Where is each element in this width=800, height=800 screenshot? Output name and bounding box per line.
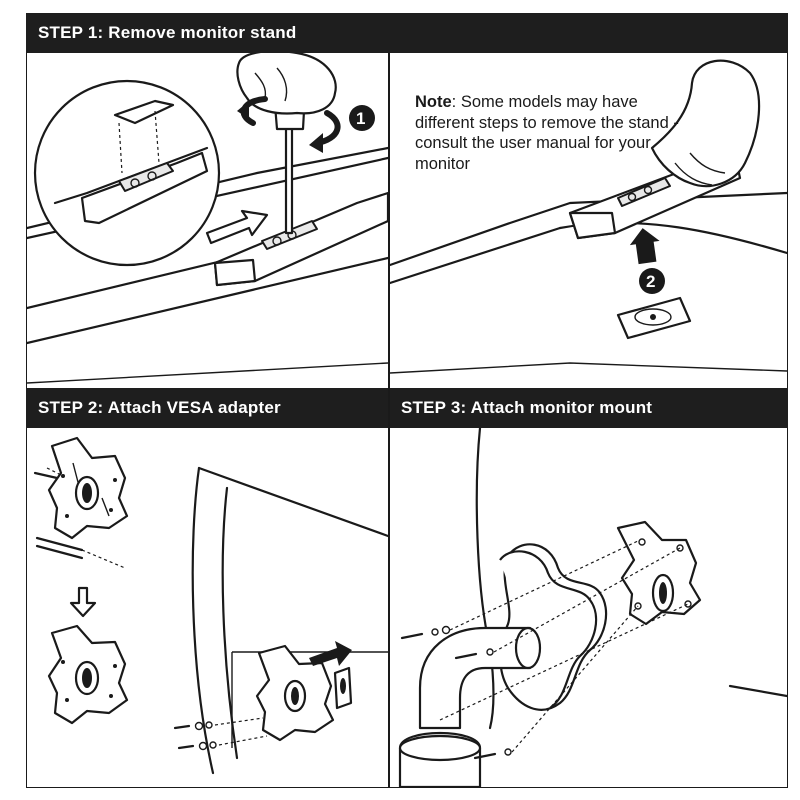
step-badge-1-label: 1 [356, 109, 365, 128]
monitor-vesa-plate [618, 522, 700, 624]
step-1-title: STEP 1: Remove monitor stand [38, 23, 296, 43]
lift-arrow-icon [207, 211, 267, 243]
step-2-vesa-illustration [27, 428, 388, 787]
note-body: : Some models may have different steps t… [415, 93, 679, 173]
step-1-header: STEP 1: Remove monitor stand [26, 13, 788, 53]
right-arrow-icon [309, 641, 352, 666]
mount-arm-tube [400, 628, 540, 787]
step-3-title: STEP 3: Attach monitor mount [401, 398, 652, 418]
step-badge-2-label: 2 [646, 272, 655, 291]
down-arrow-icon [71, 588, 95, 616]
step-2-title: STEP 2: Attach VESA adapter [38, 398, 281, 418]
note-label: Note [415, 93, 452, 111]
note-text: Note: Some models may have different ste… [415, 92, 685, 174]
step-2-header: STEP 2: Attach VESA adapter [26, 388, 388, 428]
step-3-mount-illustration [390, 428, 787, 787]
step-3-header: STEP 3: Attach monitor mount [389, 388, 788, 428]
vesa-adapter-assembled [49, 626, 127, 723]
step-1-remove-stand-illustration: 1 [27, 53, 388, 385]
vesa-adapter-plate [49, 438, 127, 538]
up-arrow-icon [628, 226, 663, 265]
screws [175, 718, 267, 750]
